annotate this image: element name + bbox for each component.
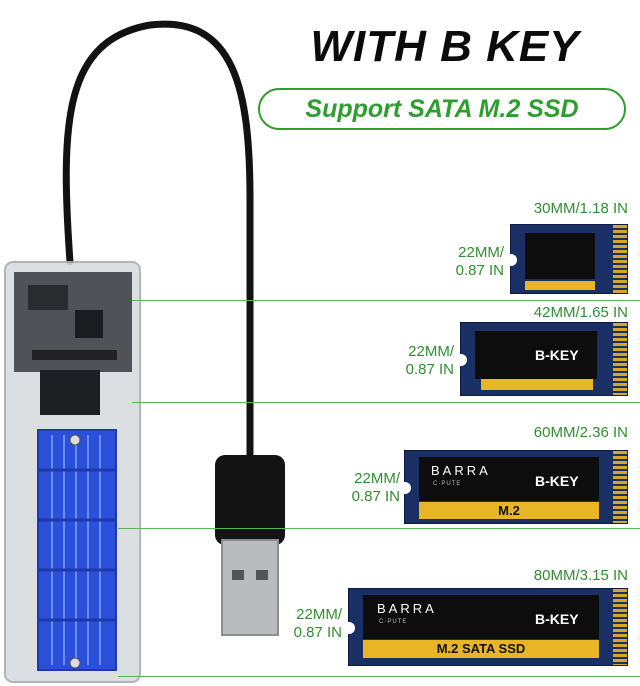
ssd-80-brand: BARRA [377,601,437,616]
ssd-42-width: 22MM/0.87 IN [405,343,454,378]
headline: WITH B KEY [310,22,580,71]
ssd-80-brand-sub: C·PUTE [379,619,408,625]
ssd-42-length: 42MM/1.65 IN [533,304,628,321]
ssd-60-width: 22MM/0.87 IN [351,470,400,505]
ssd-60-key: B-KEY [535,473,579,489]
subheadline: Support SATA M.2 SSD [305,95,579,123]
guide-line-42mm [132,402,640,403]
ssd-60-brand: BARRA [431,463,491,478]
guide-line-30mm [132,300,640,301]
ssd-60mm-card: BARRA C·PUTE B-KEY M.2 [404,450,628,524]
ssd-80-key: B-KEY [535,611,579,627]
ssd-30mm-card [510,224,628,294]
guide-line-80mm [118,676,640,677]
guide-line-60mm [118,528,640,529]
ssd-60-length: 60MM/2.36 IN [533,424,628,441]
ssd-80-width: 22MM/0.87 IN [293,606,342,641]
ssd-80-length: 80MM/3.15 IN [533,567,628,584]
ssd-80-label: M.2 SATA SSD [363,640,599,658]
ssd-60-label: M.2 [419,502,599,519]
ssd-80mm-card: BARRA C·PUTE B-KEY M.2 SATA SSD [348,588,628,666]
ssd-30-length: 30MM/1.18 IN [533,200,628,217]
usb-plug-housing [215,455,285,545]
usb-plug-metal [221,539,279,636]
ssd-42-key: B-KEY [535,347,579,363]
usb-cable [62,20,254,464]
ssd-42mm-card: B-KEY [460,322,628,396]
ssd-60-brand-sub: C·PUTE [433,481,462,487]
subheadline-pill [258,88,626,130]
ssd-30-width: 22MM/0.87 IN [455,244,504,279]
